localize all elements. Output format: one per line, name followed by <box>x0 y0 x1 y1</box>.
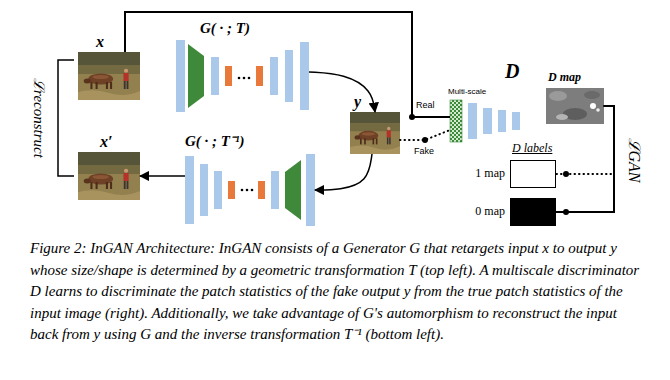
discriminator-map-image <box>546 88 604 124</box>
connector-line <box>400 130 450 140</box>
figure-caption: Figure 2: InGAN Architecture: InGAN cons… <box>30 238 640 346</box>
generator-layers <box>176 40 185 112</box>
reconstruct-bracket <box>58 60 74 176</box>
inverse-generator-layers <box>258 181 265 199</box>
flow-arrow <box>315 154 372 190</box>
generator-layers <box>211 57 219 95</box>
node-label: G( · ; T) <box>200 20 250 37</box>
discriminator-map-image <box>556 114 568 120</box>
discriminator-layers <box>498 110 506 132</box>
node-label: 0 map <box>475 205 505 219</box>
label-map-ones: 1 map <box>510 160 556 188</box>
generator-layers <box>238 77 241 80</box>
connector-line <box>125 12 450 117</box>
discriminator-map-image <box>549 91 567 101</box>
inverse-generator-layers <box>251 189 254 192</box>
inverse-generator-layers <box>241 189 244 192</box>
discriminator-layers <box>483 108 492 134</box>
node-label: D <box>505 60 519 83</box>
discriminator-map-image <box>546 88 604 124</box>
input-image: x <box>78 52 140 100</box>
generator-layers <box>270 57 278 95</box>
inverse-generator-layers <box>185 154 315 226</box>
photo-output <box>350 112 400 154</box>
generator-layers <box>225 66 232 86</box>
switch-label: Real <box>416 100 435 110</box>
generator-layers <box>256 66 263 86</box>
discriminator-map-image <box>590 103 596 109</box>
inverse-generator-layers <box>285 160 301 220</box>
reconstructed-image: x′ <box>78 152 140 200</box>
generator-layers <box>243 77 246 80</box>
generator-layers <box>285 50 293 102</box>
flow-arrow <box>309 72 375 112</box>
photo-input <box>78 52 140 100</box>
inverse-generator-layers <box>306 154 315 226</box>
loss-label: ℒreconstruct <box>29 78 46 158</box>
output-image: y <box>350 112 400 154</box>
photo-input <box>78 52 140 100</box>
node-label: x′ <box>100 133 113 151</box>
generator-layers <box>300 42 309 110</box>
node-label: Multi-scale <box>448 87 486 96</box>
generator-layers <box>176 40 309 112</box>
inverse-generator-layers <box>214 171 222 209</box>
discriminator-layers <box>450 100 462 142</box>
generator-layers <box>188 44 204 108</box>
label-map-zeros: 0 map <box>510 198 556 226</box>
discriminator-map-image <box>596 108 600 112</box>
generator: G( · ; T) <box>176 40 309 112</box>
loss-label: ℒGAN <box>625 138 643 183</box>
connector-line <box>556 106 614 212</box>
label-heading: D labels <box>512 142 552 156</box>
node-label: D map <box>548 71 581 85</box>
discriminator: Multi-scaleD <box>450 100 522 142</box>
discriminator-layers <box>450 100 520 142</box>
connector-line <box>556 106 614 174</box>
node-label: x <box>96 33 104 51</box>
inverse-generator-layers <box>185 156 194 224</box>
discriminator-layers <box>512 112 520 130</box>
discriminator-map-image <box>584 91 600 99</box>
inverse-generator-layers <box>228 181 235 199</box>
inverse-generator-layers <box>246 189 249 192</box>
photo-output <box>350 112 400 154</box>
photo-reconstruction <box>78 152 140 200</box>
photo-reconstruction <box>78 152 140 200</box>
generator-layers <box>248 77 251 80</box>
discriminator-map: D map <box>546 88 604 124</box>
inverse-generator: G( · ; T⁻¹) <box>185 154 315 226</box>
node-label: y <box>354 93 361 111</box>
discriminator-layers <box>468 103 477 139</box>
node-label: 1 map <box>475 167 505 181</box>
switch-label: Fake <box>414 146 434 156</box>
node-label: G( · ; T⁻¹) <box>185 133 244 150</box>
inverse-generator-layers <box>200 164 208 216</box>
inverse-generator-layers <box>271 171 279 209</box>
flow-arrow <box>140 175 185 177</box>
